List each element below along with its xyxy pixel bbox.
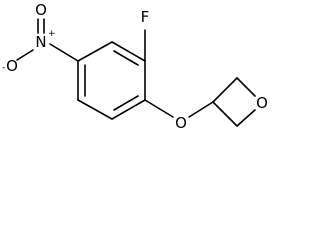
bond-ether-oxetane <box>188 101 214 118</box>
ring-double-bond-c3-c4 <box>113 95 139 111</box>
nitro-oxygen-double-label: O <box>35 1 47 19</box>
ring-bond-c3-c4 <box>111 99 146 120</box>
ring-bond-c1-c2 <box>111 41 146 62</box>
nitro-oxygen-single-label: O <box>6 57 18 75</box>
oxetane-bond-c2-o <box>236 77 256 97</box>
bond-ring-ether-oxygen <box>144 99 174 118</box>
ring-bond-c6-c1 <box>77 41 113 62</box>
chemical-structure: F N + O O - O O <box>2 1 268 132</box>
oxetane-ring: O <box>212 77 268 127</box>
nitro-nitrogen-charge: + <box>48 29 56 39</box>
fluorine-atom-label: F <box>141 8 150 26</box>
oxetane-bond-c3-c2 <box>212 77 238 103</box>
ring-bond-c4-c5 <box>77 99 113 120</box>
oxetane-bond-c4-c3 <box>212 101 238 127</box>
benzene-ring <box>77 41 146 120</box>
nitro-single-bond <box>16 49 34 61</box>
ether-oxygen-label: O <box>175 114 187 132</box>
nitro-oxygen-charge: - <box>2 63 5 73</box>
oxetane-oxygen-label: O <box>256 94 268 112</box>
nitro-nitrogen-label: N <box>35 33 46 51</box>
ring-double-bond-c1-c2 <box>113 50 139 66</box>
oxetane-bond-o-c4 <box>236 109 256 127</box>
bond-ring-nitro <box>49 43 79 62</box>
